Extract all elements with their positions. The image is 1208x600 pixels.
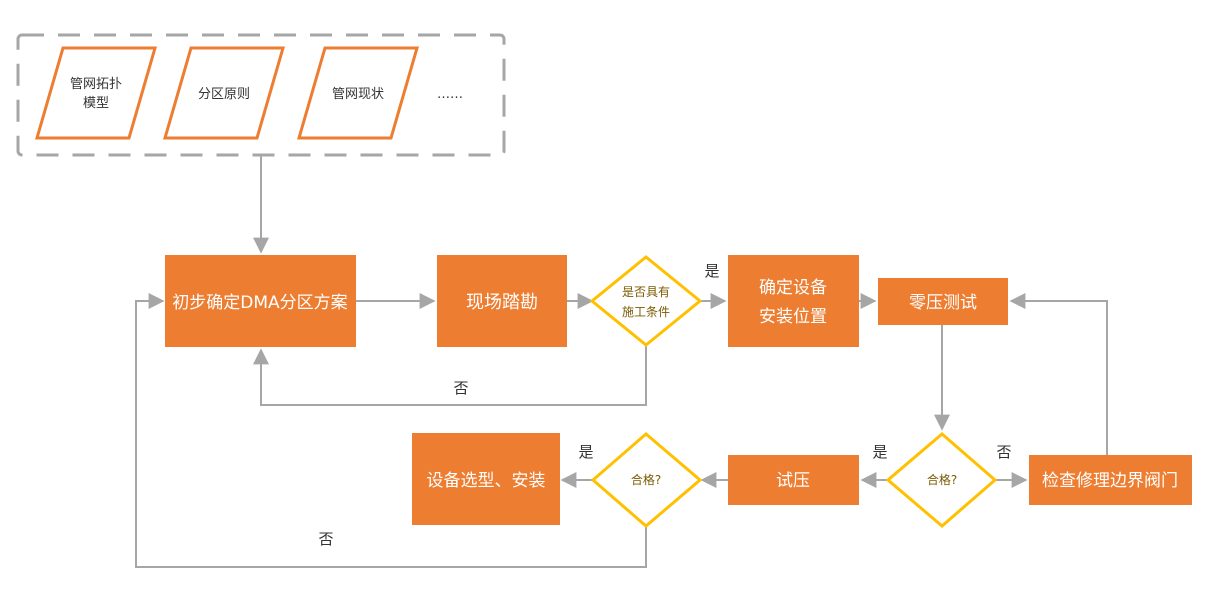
input-more-ellipsis: …… bbox=[437, 87, 463, 102]
decision-qualified-1-label: 合格? bbox=[927, 472, 957, 487]
arrow-decision-no-to-preliminary bbox=[253, 345, 647, 406]
input-topology-label-1: 管网拓扑 bbox=[70, 77, 122, 92]
step-inspect-label: 检查修理边界阀门 bbox=[1042, 471, 1178, 491]
arrow-qualified2-no-to-preliminary bbox=[135, 293, 647, 568]
step-preliminary-dma-plan bbox=[165, 255, 356, 347]
step-pressure-test bbox=[728, 455, 859, 505]
decision-qualified-2-label: 合格? bbox=[631, 472, 661, 487]
step-zero-pressure-test bbox=[878, 278, 1008, 325]
label-yes-construction: 是 bbox=[704, 262, 719, 280]
decision-construction-label-2: 施工条件 bbox=[622, 305, 670, 319]
input-principle-label: 分区原则 bbox=[198, 87, 250, 102]
input-network-status bbox=[297, 46, 419, 140]
step-pressure-label: 试压 bbox=[776, 471, 810, 491]
step-confirm-label-1: 确定设备 bbox=[759, 278, 827, 298]
label-yes-qualified-2: 是 bbox=[578, 443, 593, 461]
label-yes-qualified-1: 是 bbox=[872, 443, 887, 461]
input-status-label: 管网现状 bbox=[332, 87, 384, 102]
input-partition-principle bbox=[163, 46, 285, 140]
input-topology-label-2: 模型 bbox=[83, 96, 109, 111]
step-equipment-install bbox=[412, 433, 560, 525]
decision-construction-conditions bbox=[589, 255, 703, 347]
step-survey-label: 现场踏勘 bbox=[466, 292, 538, 313]
decision-qualified-2 bbox=[590, 432, 703, 528]
step-preliminary-label: 初步确定DMA分区方案 bbox=[172, 293, 347, 313]
arrow-inspect-to-zero bbox=[1009, 293, 1108, 455]
label-no-qualified-2: 否 bbox=[318, 530, 333, 548]
input-topology-model bbox=[35, 46, 157, 140]
decision-qualified-1 bbox=[885, 432, 998, 528]
step-site-survey bbox=[437, 255, 567, 347]
step-confirm-location bbox=[728, 255, 859, 347]
label-no-construction: 否 bbox=[453, 379, 468, 397]
decision-construction-label-1: 是否具有 bbox=[622, 285, 670, 299]
label-no-qualified-1: 否 bbox=[996, 443, 1011, 461]
step-install-label: 设备选型、安装 bbox=[427, 471, 546, 491]
step-zero-pressure-label: 零压测试 bbox=[909, 293, 977, 313]
step-inspect-valves bbox=[1029, 455, 1192, 505]
step-confirm-label-2: 安装位置 bbox=[759, 307, 827, 327]
